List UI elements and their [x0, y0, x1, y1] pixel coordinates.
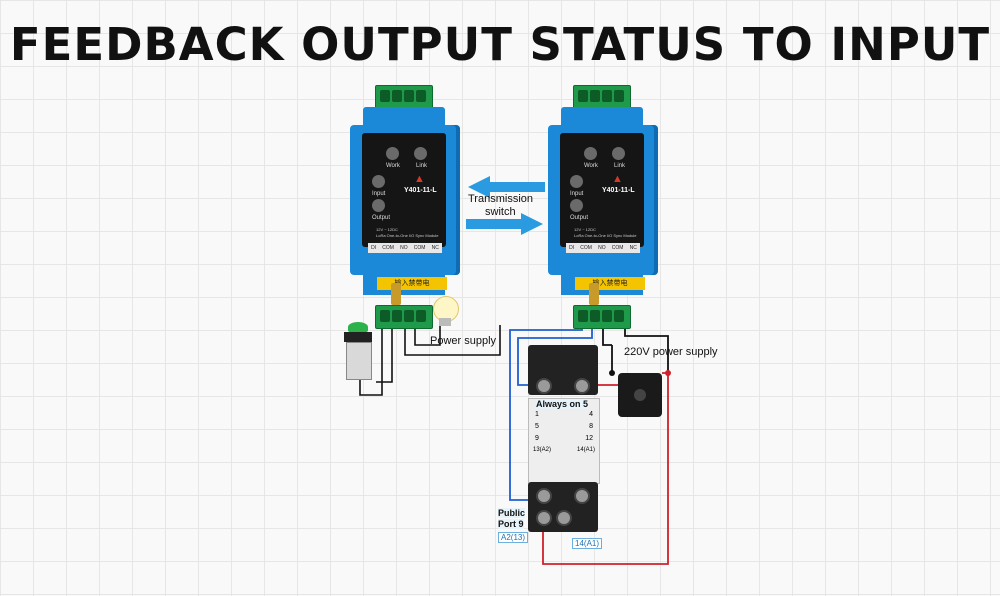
output-led-label: Output [372, 215, 391, 221]
output-led-label: Output [570, 215, 589, 221]
work-led-label: Work [386, 163, 400, 169]
module-front-panel: Work Link Input ▲ Y401-11-L Output 12V ~… [560, 133, 644, 247]
relay-pin-5: 5 [535, 423, 539, 430]
top-terminal-block [573, 85, 631, 109]
relay-screw [556, 510, 572, 526]
module-model: Y401-11-L [602, 187, 635, 194]
link-led [414, 147, 427, 160]
input-led-label: Input [372, 191, 386, 197]
public-port-label-line2: Port 9 [498, 519, 524, 529]
a2-terminal-tag: A2(13) [498, 532, 529, 543]
module-model: Y401-11-L [404, 187, 437, 194]
public-port-label-line1: Public [498, 508, 526, 518]
left-module-wires [359, 325, 501, 396]
relay-screw [574, 488, 590, 504]
right-io-module: Work Link Input ▲ Y401-11-L Output 12V ~… [548, 85, 658, 335]
push-button-icon [340, 322, 376, 382]
module-housing: Work Link Input ▲ Y401-11-L Output 12V ~… [350, 125, 460, 275]
fan-icon [618, 373, 662, 417]
output-led [372, 199, 385, 212]
relay-screw [574, 378, 590, 394]
relay-pin-4: 4 [589, 411, 593, 418]
relay-screw [536, 510, 552, 526]
antenna-connector [589, 283, 599, 305]
relay-screw [536, 378, 552, 394]
work-led-label: Work [584, 163, 598, 169]
module-spec: 12V ~ 12DC [574, 227, 596, 232]
transmission-label-line2: switch [485, 206, 516, 218]
top-terminal-block [375, 85, 433, 109]
module-subtitle: LoRa One-to-One I/O Sync Module [376, 233, 439, 238]
power-supply-label: Power supply [430, 335, 497, 347]
bottom-terminal-block [375, 305, 433, 329]
relay-screw [536, 488, 552, 504]
transmission-arrows [466, 176, 545, 235]
lightbulb-base [439, 318, 451, 326]
transmission-label-line1: Transmission [468, 193, 533, 205]
link-led-label: Link [614, 163, 626, 169]
work-led [584, 147, 597, 160]
work-led [386, 147, 399, 160]
lightbulb-icon [433, 296, 459, 322]
module-subtitle: LoRa One-to-One I/O Sync Module [574, 233, 637, 238]
always-on-label: Always on 5 [536, 399, 589, 409]
input-led [570, 175, 583, 188]
left-io-module: Work Link Input ▲ Y401-11-L Output 12V ~… [350, 85, 460, 335]
warning-label: 输入禁带电 [377, 277, 447, 290]
module-front-panel: Work Link Input ▲ Y401-11-L Output 12V ~… [362, 133, 446, 247]
ac-power-supply-label: 220V power supply [624, 346, 718, 358]
relay-pin-9: 9 [535, 435, 539, 442]
antenna-connector [391, 283, 401, 305]
terminal-labels: DI COM NO COM NC [368, 243, 442, 253]
relay-pin-8: 8 [589, 423, 593, 430]
bottom-terminal-block [573, 305, 631, 329]
input-led [372, 175, 385, 188]
link-led [612, 147, 625, 160]
terminal-labels: DI COM NO COM NC [566, 243, 640, 253]
relay-pin-14: 14(A1) [576, 447, 595, 453]
relay-pin-12: 12 [585, 435, 593, 442]
page-title: FEEDBACK OUTPUT STATUS TO INPUT [9, 18, 991, 71]
link-led-label: Link [416, 163, 428, 169]
module-spec: 12V ~ 12DC [376, 227, 398, 232]
input-led-label: Input [570, 191, 584, 197]
relay-module: 1 4 5 8 9 12 13(A2) 14(A1) [528, 398, 600, 484]
module-housing: Work Link Input ▲ Y401-11-L Output 12V ~… [548, 125, 658, 275]
warning-label: 输入禁带电 [575, 277, 645, 290]
relay-pin-1: 1 [535, 411, 539, 418]
output-led [570, 199, 583, 212]
relay-pin-13: 13(A2) [533, 447, 552, 453]
brand-logo-icon: ▲ [414, 173, 425, 185]
a1-terminal-tag: 14(A1) [572, 538, 603, 549]
brand-logo-icon: ▲ [612, 173, 623, 185]
